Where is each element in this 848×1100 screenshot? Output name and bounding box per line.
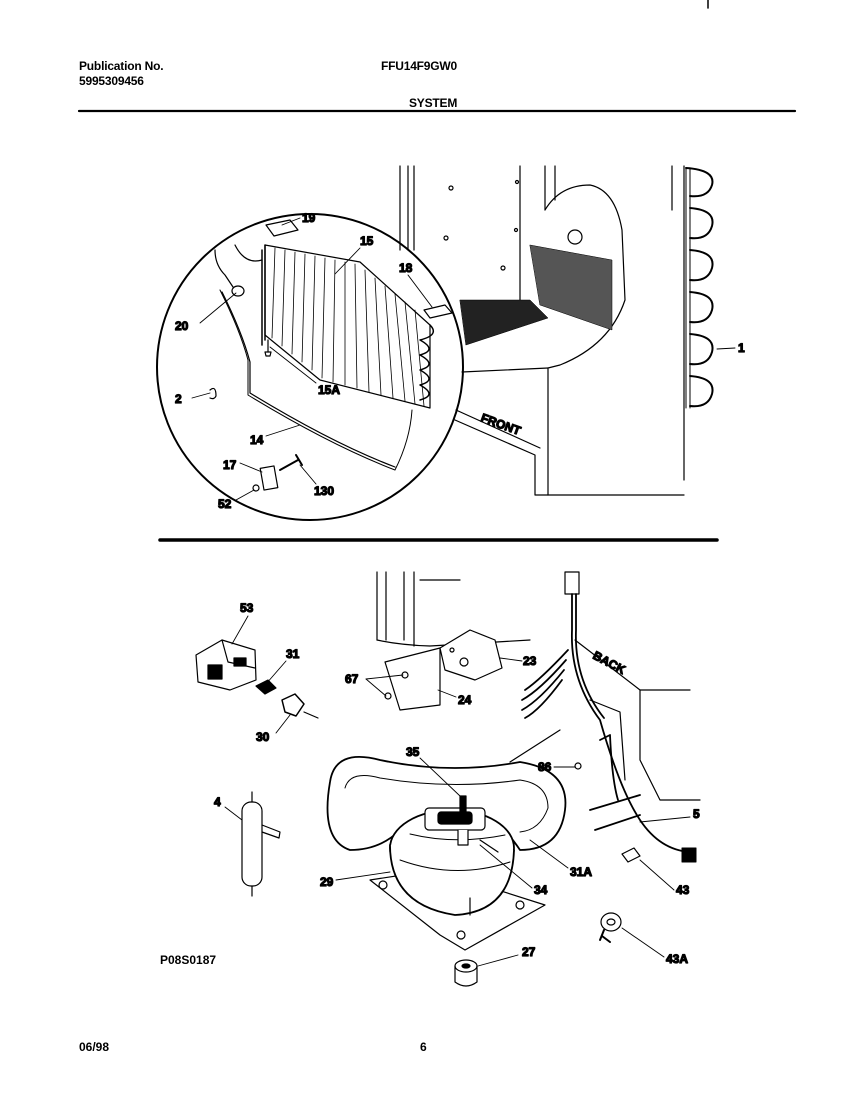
callout-4: 4 <box>214 795 221 809</box>
callout-20: 20 <box>175 319 189 333</box>
callout-67: 67 <box>345 672 359 686</box>
model-number: FFU14F9GW0 <box>381 59 458 73</box>
connector-31 <box>255 679 277 695</box>
upper-diagram: FRONT <box>156 165 736 521</box>
footer-date: 06/98 <box>79 1040 110 1054</box>
callout-27: 27 <box>522 945 536 959</box>
freezer-cabinet: FRONT <box>399 165 714 496</box>
bracket-17 <box>259 465 279 491</box>
cover-30-tab <box>303 711 319 719</box>
callout-2: 2 <box>175 392 182 406</box>
compressor <box>326 756 567 951</box>
publication-number: 5995309456 <box>79 74 144 88</box>
defrost-thermostat <box>214 244 413 471</box>
heater-terminal <box>264 339 272 357</box>
callout-18: 18 <box>399 261 413 275</box>
callout-34: 34 <box>534 883 548 897</box>
clip-43 <box>621 847 641 863</box>
callout-1: 1 <box>738 341 745 355</box>
callout-43: 43 <box>676 883 690 897</box>
callout-15: 15 <box>360 234 374 248</box>
bracket-24 <box>384 647 441 711</box>
callout-15a: 15A <box>318 383 340 397</box>
callout-29: 29 <box>320 875 334 889</box>
screw-67b <box>384 692 392 700</box>
callout-14: 14 <box>250 433 264 447</box>
callout-53: 53 <box>240 601 254 615</box>
callout-23: 23 <box>523 654 537 668</box>
ground-ring-43a <box>599 912 622 943</box>
callout-130: 130 <box>314 484 334 498</box>
callout-19: 19 <box>302 211 316 225</box>
callout-24: 24 <box>458 693 472 707</box>
relay-23 <box>439 629 503 681</box>
washer-52 <box>252 484 260 492</box>
callout-43a: 43A <box>666 952 688 966</box>
pad-19 <box>265 219 299 237</box>
clip-2 <box>209 387 217 400</box>
lower-leaders <box>224 615 691 967</box>
back-label: BACK <box>591 648 628 677</box>
callout-52: 52 <box>218 497 232 511</box>
pad-18 <box>423 304 453 319</box>
callout-31a: 31A <box>570 865 592 879</box>
screw-86 <box>574 762 582 770</box>
grommet-27 <box>454 959 478 987</box>
callout-17: 17 <box>223 458 237 472</box>
front-label: FRONT <box>479 411 523 439</box>
callout-5: 5 <box>693 807 700 821</box>
screw-130 <box>279 454 303 471</box>
cover-30 <box>281 693 305 717</box>
drier-4 <box>241 791 281 897</box>
lower-diagram: BACK <box>195 571 701 987</box>
callout-31: 31 <box>286 647 300 661</box>
publication-label: Publication No. <box>79 59 164 73</box>
detail-magnifier <box>156 213 464 521</box>
relay-53 <box>195 639 257 691</box>
section-title: SYSTEM <box>409 96 458 110</box>
page-number: 6 <box>420 1040 427 1054</box>
figure-code: P08S0187 <box>160 953 217 967</box>
callout-30: 30 <box>256 730 270 744</box>
upper-leaders <box>191 217 736 501</box>
callout-35: 35 <box>406 745 420 759</box>
callout-86: 86 <box>538 760 552 774</box>
bolt-35 <box>459 795 467 813</box>
power-cord <box>521 571 697 863</box>
evaporator <box>261 244 435 409</box>
